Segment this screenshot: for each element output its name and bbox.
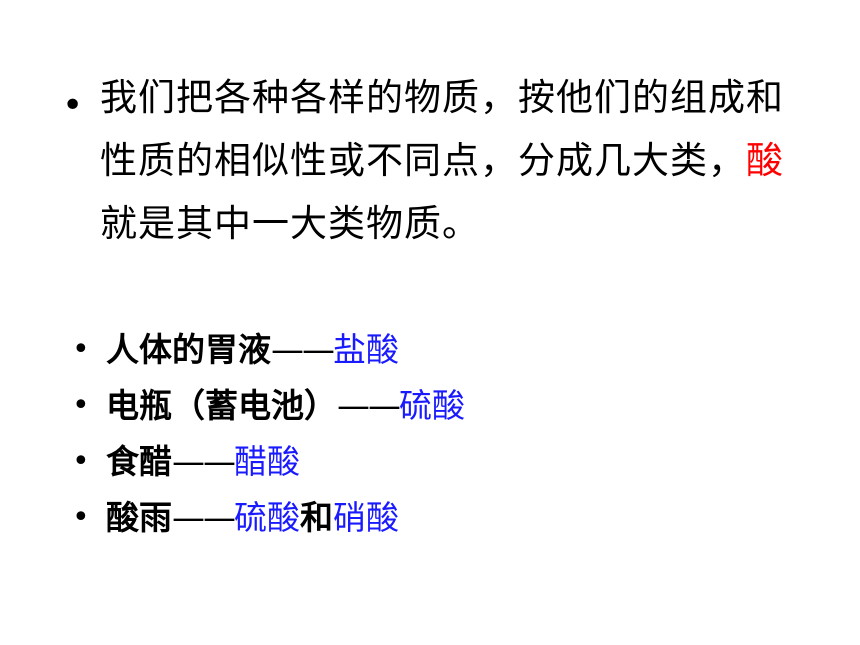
bullet-icon: • <box>72 444 90 479</box>
example-source: 酸雨 <box>106 498 172 537</box>
example-source: 电瓶（蓄电池） <box>106 386 337 425</box>
example-source: 食醋 <box>106 442 172 481</box>
intro-text: 我们把各种各样的物质，按他们的组成和性质的相似性或不同点，分成几大类，酸就是其中… <box>100 66 790 255</box>
example-source: 人体的胃液 <box>106 330 271 369</box>
example-dash: —— <box>172 442 236 481</box>
intro-text-before: 我们把各种各样的物质，按他们的组成和性质的相似性或不同点，分成几大类， <box>100 76 784 182</box>
list-item-gastric-juice: • 人体的胃液——盐酸 <box>72 322 772 378</box>
example-acid: 硫酸 <box>399 386 465 425</box>
example-dash: —— <box>271 330 335 369</box>
example-dash: —— <box>172 498 236 537</box>
list-item-acid-rain: • 酸雨——硫酸和硝酸 <box>72 490 772 546</box>
intro-highlight-acid: 酸 <box>746 139 784 182</box>
list-item-battery: • 电瓶（蓄电池）——硫酸 <box>72 378 772 434</box>
example-dash: —— <box>337 386 401 425</box>
example-acid: 硫酸 <box>234 498 300 537</box>
acid-examples-list: • 人体的胃液——盐酸 • 电瓶（蓄电池）——硫酸 • 食醋——醋酸 • 酸雨—… <box>72 322 772 546</box>
example-acid-second: 硝酸 <box>333 498 399 537</box>
example-acid: 醋酸 <box>234 442 300 481</box>
bullet-icon: • <box>72 388 90 423</box>
bullet-icon: • <box>72 332 90 367</box>
bullet-icon: • <box>62 85 84 126</box>
example-joiner: 和 <box>300 498 333 537</box>
example-acid: 盐酸 <box>333 330 399 369</box>
intro-paragraph: • 我们把各种各样的物质，按他们的组成和性质的相似性或不同点，分成几大类，酸就是… <box>62 66 802 255</box>
bullet-icon: • <box>72 500 90 535</box>
intro-text-after: 就是其中一大类物质。 <box>100 202 480 245</box>
list-item-vinegar: • 食醋——醋酸 <box>72 434 772 490</box>
